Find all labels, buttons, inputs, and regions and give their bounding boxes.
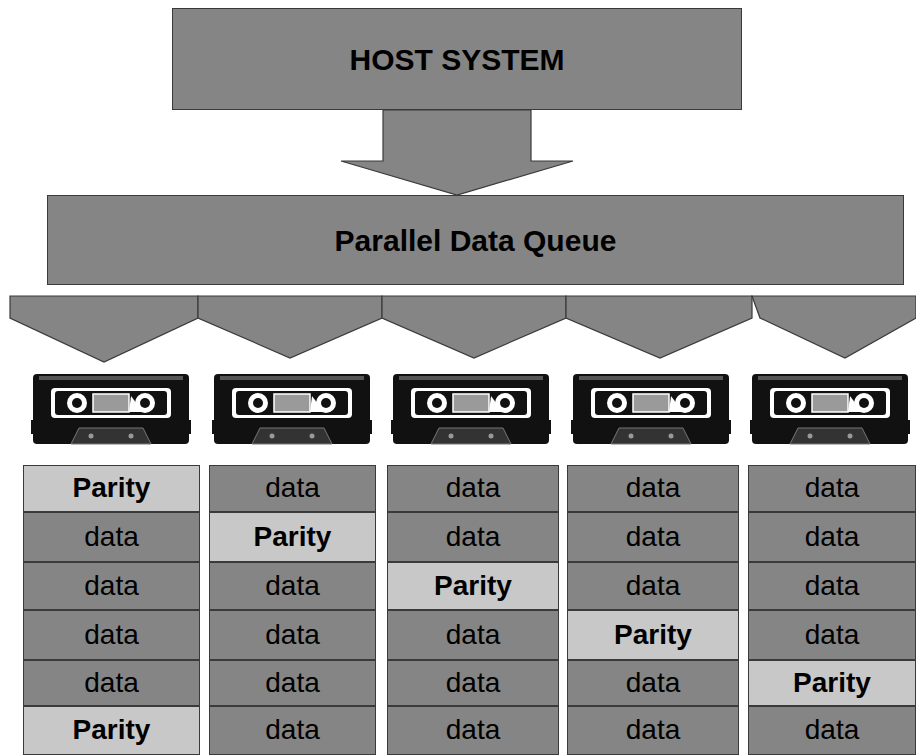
data-block: data bbox=[209, 465, 376, 512]
data-block: data bbox=[748, 465, 916, 512]
block-label: Parity bbox=[793, 668, 871, 699]
block-label: data bbox=[265, 620, 320, 651]
block-label: Parity bbox=[254, 522, 332, 553]
host-box: HOST SYSTEM bbox=[172, 8, 742, 110]
block-label: data bbox=[84, 522, 139, 553]
parity-block: Parity bbox=[387, 562, 559, 610]
block-label: data bbox=[446, 620, 501, 651]
data-block: data bbox=[209, 562, 376, 610]
block-label: Parity bbox=[73, 715, 151, 746]
block-label: data bbox=[84, 620, 139, 651]
parity-block: Parity bbox=[23, 706, 200, 755]
block-label: data bbox=[265, 571, 320, 602]
data-block: data bbox=[23, 562, 200, 610]
data-block: data bbox=[387, 465, 559, 512]
block-label: data bbox=[446, 715, 501, 746]
block-label: data bbox=[805, 571, 860, 602]
block-label: data bbox=[265, 715, 320, 746]
data-block: data bbox=[387, 610, 559, 660]
block-label: data bbox=[626, 473, 681, 504]
queue-box: Parallel Data Queue bbox=[47, 195, 904, 285]
block-label: Parity bbox=[73, 473, 151, 504]
tape-cassettes bbox=[31, 374, 910, 444]
block-label: data bbox=[446, 473, 501, 504]
block-label: data bbox=[626, 522, 681, 553]
parity-block: Parity bbox=[567, 610, 739, 660]
block-label: data bbox=[446, 522, 501, 553]
block-label: data bbox=[805, 620, 860, 651]
block-label: data bbox=[84, 668, 139, 699]
data-block: data bbox=[748, 562, 916, 610]
data-block: data bbox=[23, 660, 200, 706]
block-label: data bbox=[265, 473, 320, 504]
parity-block: Parity bbox=[748, 660, 916, 706]
block-label: data bbox=[805, 473, 860, 504]
block-label: data bbox=[446, 668, 501, 699]
block-label: data bbox=[626, 715, 681, 746]
data-block: data bbox=[748, 706, 916, 755]
data-block: data bbox=[748, 512, 916, 562]
data-block: data bbox=[23, 512, 200, 562]
data-block: data bbox=[387, 660, 559, 706]
data-block: data bbox=[387, 706, 559, 755]
block-label: data bbox=[265, 668, 320, 699]
data-block: data bbox=[209, 660, 376, 706]
block-label: data bbox=[626, 571, 681, 602]
block-arrow bbox=[341, 110, 573, 195]
block-label: data bbox=[805, 715, 860, 746]
data-block: data bbox=[748, 610, 916, 660]
data-block: data bbox=[567, 706, 739, 755]
data-block: data bbox=[567, 660, 739, 706]
block-label: data bbox=[84, 571, 139, 602]
parity-block: Parity bbox=[209, 512, 376, 562]
tape-arrows bbox=[10, 296, 916, 362]
data-block: data bbox=[209, 610, 376, 660]
box-title: HOST SYSTEM bbox=[349, 43, 564, 76]
block-label: Parity bbox=[434, 571, 512, 602]
parity-block: Parity bbox=[23, 465, 200, 512]
data-block: data bbox=[23, 610, 200, 660]
data-block: data bbox=[387, 512, 559, 562]
data-block: data bbox=[567, 562, 739, 610]
data-block: data bbox=[567, 512, 739, 562]
arrow-shape bbox=[341, 110, 573, 195]
block-label: data bbox=[805, 522, 860, 553]
box-title: Parallel Data Queue bbox=[335, 224, 617, 257]
block-label: data bbox=[626, 668, 681, 699]
data-block: data bbox=[567, 465, 739, 512]
data-block: data bbox=[209, 706, 376, 755]
block-label: Parity bbox=[614, 620, 692, 651]
